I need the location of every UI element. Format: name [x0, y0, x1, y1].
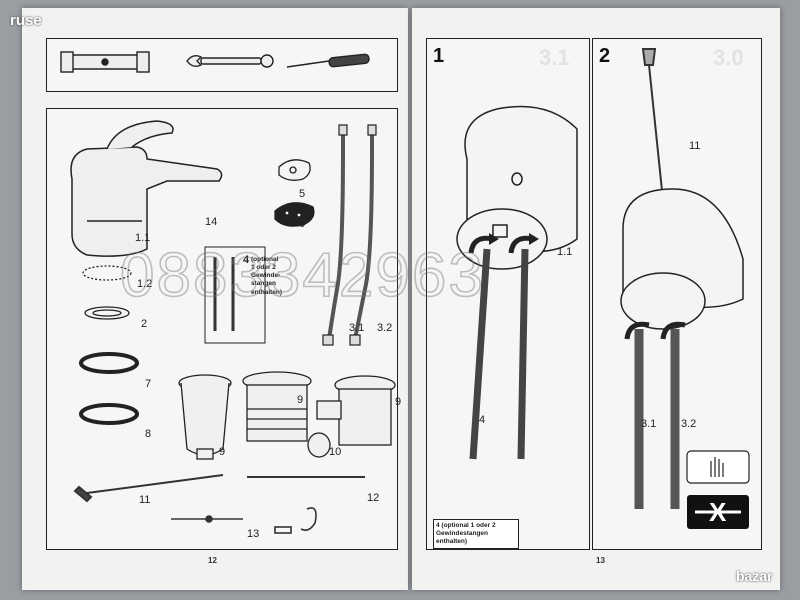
step-1-note-line: Gewindestangen: [436, 530, 489, 538]
rod-note: (optional 1 oder 2 Gewinde- stangen enth…: [251, 256, 299, 297]
hose-3-1-icon: [327, 131, 345, 340]
part-label-14: 14: [205, 216, 218, 228]
left-page: 1.1 14 5 6 1.2 2 7 8 9 9 9 10 11 12 13 3…: [22, 8, 408, 590]
drain-plug-icon: [178, 374, 232, 460]
step-2-number: 2: [599, 45, 611, 67]
tools-panel: [46, 38, 398, 92]
step-1-panel: 1 3.1 1.1 4 4 (option: [426, 38, 590, 550]
parts-panel: 1.1 14 5 6 1.2 2 7 8 9 9 9 10 11 12 13 3…: [46, 108, 402, 550]
link-13-icon: [171, 507, 317, 534]
box-wrench-icon: [60, 51, 150, 73]
hose-icon: [634, 329, 680, 509]
part-label-9a: 9: [219, 446, 226, 458]
step-1-label-4: 4: [479, 414, 486, 426]
clip-5-icon: [278, 159, 311, 181]
drain-tee-icon: [307, 375, 396, 458]
rod-note-line: (optional: [251, 256, 279, 263]
step-1-illustration: [456, 105, 578, 460]
part-label-2: 2: [141, 318, 148, 330]
threaded-rod-icon: [213, 257, 235, 331]
step-2-panel: 2 3.0: [592, 38, 762, 550]
brand-bottom-right: bazar: [736, 568, 773, 584]
cross-mark: X: [709, 497, 727, 527]
part-label-11: 11: [139, 494, 151, 506]
rod-note-line: 1 oder 2: [251, 264, 276, 272]
drain-body-icon: [242, 371, 312, 442]
rotate-arrow-icon: [624, 321, 686, 340]
part-label-3-2: 3.2: [377, 322, 393, 334]
rod-note-line: stangen: [251, 280, 276, 288]
faucet-icon: [70, 120, 223, 257]
step-1-note-line: enthalten): [436, 538, 468, 546]
clip-6-icon: [274, 202, 315, 227]
step-1-number: 1: [433, 45, 445, 67]
step-1-ghost-number: 3.1: [539, 45, 570, 70]
tools-illustration: [60, 51, 370, 73]
rod-note-line: enthalten): [251, 288, 283, 296]
part-label-7: 7: [145, 378, 152, 390]
screwdriver-icon: [286, 53, 370, 68]
rod-note-line: Gewinde-: [251, 272, 281, 280]
step-1-label-1-1: 1.1: [557, 246, 573, 258]
faucet-body-icon: [456, 105, 578, 270]
page-number-right: 13: [596, 556, 605, 565]
step-2-ghost-number: 3.0: [713, 45, 744, 70]
step-2-illustration: [620, 48, 750, 529]
part-label-13: 13: [247, 528, 260, 540]
parts-illustration: [70, 120, 396, 534]
step-2-label-3-2: 3.2: [681, 418, 697, 430]
part-label-1-1: 1.1: [135, 232, 151, 244]
step-2-label-3-1: 3.1: [641, 418, 657, 430]
hand-icon: [686, 450, 750, 484]
part-label-1-2: 1.2: [137, 278, 153, 290]
page-number-left: 12: [208, 556, 217, 565]
phone-watermark: 0883342963: [119, 240, 485, 311]
step-1-note: 4 (optional 1 oder 2 Gewindestangen enth…: [433, 519, 519, 550]
rod-note-number: 4: [243, 254, 250, 266]
part-label-5: 5: [299, 188, 306, 200]
lift-rod-icon: [73, 474, 224, 503]
hose-3-2-icon: [353, 131, 374, 340]
step-2-label-11: 11: [689, 140, 701, 152]
part-label-9c: 9: [395, 396, 402, 408]
spanner-icon: [186, 54, 274, 68]
part-label-9b: 9: [297, 394, 304, 406]
threaded-rod-icon: [469, 248, 529, 460]
part-label-3-1: 3.1: [349, 322, 365, 334]
o-ring-icon: [79, 265, 139, 425]
part-label-12: 12: [367, 492, 380, 504]
part-label-6: 6: [299, 218, 306, 230]
part-label-8: 8: [145, 428, 152, 440]
part-label-10: 10: [329, 446, 342, 458]
no-wrench-icon: [687, 495, 749, 529]
right-page: 1 3.1 1.1 4 4 (option: [412, 8, 780, 590]
brand-top-left: ruse: [10, 12, 42, 29]
step-1-note-line: 4 (optional 1 oder 2: [436, 522, 496, 529]
faucet-body-icon: [620, 188, 744, 330]
